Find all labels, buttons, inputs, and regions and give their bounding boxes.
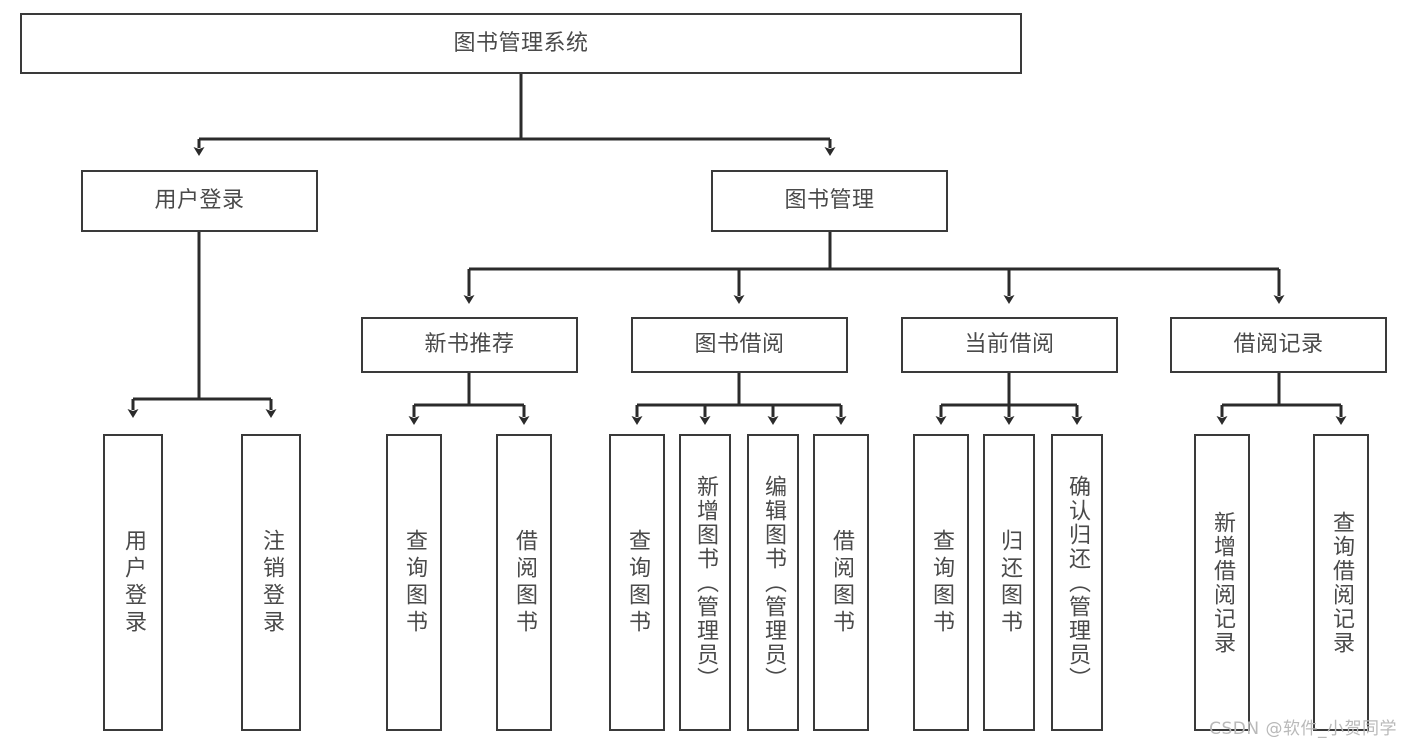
node-leaf-confirm-return[interactable]: 确认归还（管理员） <box>1051 434 1103 731</box>
node-leaf-user-login-label: 用户登录 <box>121 528 146 637</box>
node-book-manage-label: 图书管理 <box>784 188 875 214</box>
node-leaf-query-book-1-label: 查询图书 <box>402 528 427 637</box>
node-new-book-recommend-label: 新书推荐 <box>424 332 515 358</box>
node-leaf-query-record-label: 查询借阅记录 <box>1329 510 1354 655</box>
node-leaf-query-book-2-label: 查询图书 <box>625 528 650 637</box>
node-current-borrow-label: 当前借阅 <box>964 332 1055 358</box>
node-borrow-record[interactable]: 借阅记录 <box>1170 317 1387 373</box>
node-leaf-query-book-2[interactable]: 查询图书 <box>609 434 665 731</box>
node-leaf-confirm-return-label: 确认归还（管理员） <box>1065 474 1090 691</box>
node-leaf-return-book[interactable]: 归还图书 <box>983 434 1035 731</box>
node-user-login[interactable]: 用户登录 <box>81 170 318 232</box>
node-leaf-query-book-3[interactable]: 查询图书 <box>913 434 969 731</box>
node-user-login-label: 用户登录 <box>154 188 245 214</box>
node-leaf-edit-book-label: 编辑图书（管理员） <box>761 474 786 691</box>
node-root[interactable]: 图书管理系统 <box>20 13 1022 74</box>
node-leaf-user-logout[interactable]: 注销登录 <box>241 434 301 731</box>
node-leaf-add-book-label: 新增图书（管理员） <box>693 474 718 691</box>
node-book-manage[interactable]: 图书管理 <box>711 170 948 232</box>
node-leaf-borrow-book-1-label: 借阅图书 <box>512 528 537 637</box>
watermark: CSDN @软件_小贺同学 <box>1209 719 1397 739</box>
node-leaf-return-book-label: 归还图书 <box>997 528 1022 637</box>
node-leaf-query-book-1[interactable]: 查询图书 <box>386 434 442 731</box>
node-new-book-recommend[interactable]: 新书推荐 <box>361 317 578 373</box>
node-leaf-add-book[interactable]: 新增图书（管理员） <box>679 434 731 731</box>
node-leaf-borrow-book-2-label: 借阅图书 <box>829 528 854 637</box>
node-leaf-query-record[interactable]: 查询借阅记录 <box>1313 434 1369 731</box>
node-leaf-user-login[interactable]: 用户登录 <box>103 434 163 731</box>
node-leaf-add-record[interactable]: 新增借阅记录 <box>1194 434 1250 731</box>
node-leaf-user-logout-label: 注销登录 <box>259 528 284 637</box>
node-leaf-query-book-3-label: 查询图书 <box>929 528 954 637</box>
node-root-label: 图书管理系统 <box>453 30 589 56</box>
node-leaf-add-record-label: 新增借阅记录 <box>1210 510 1235 655</box>
node-borrow-record-label: 借阅记录 <box>1233 332 1324 358</box>
node-leaf-borrow-book-2[interactable]: 借阅图书 <box>813 434 869 731</box>
node-book-borrow[interactable]: 图书借阅 <box>631 317 848 373</box>
node-leaf-edit-book[interactable]: 编辑图书（管理员） <box>747 434 799 731</box>
node-current-borrow[interactable]: 当前借阅 <box>901 317 1118 373</box>
node-leaf-borrow-book-1[interactable]: 借阅图书 <box>496 434 552 731</box>
node-book-borrow-label: 图书借阅 <box>694 332 785 358</box>
